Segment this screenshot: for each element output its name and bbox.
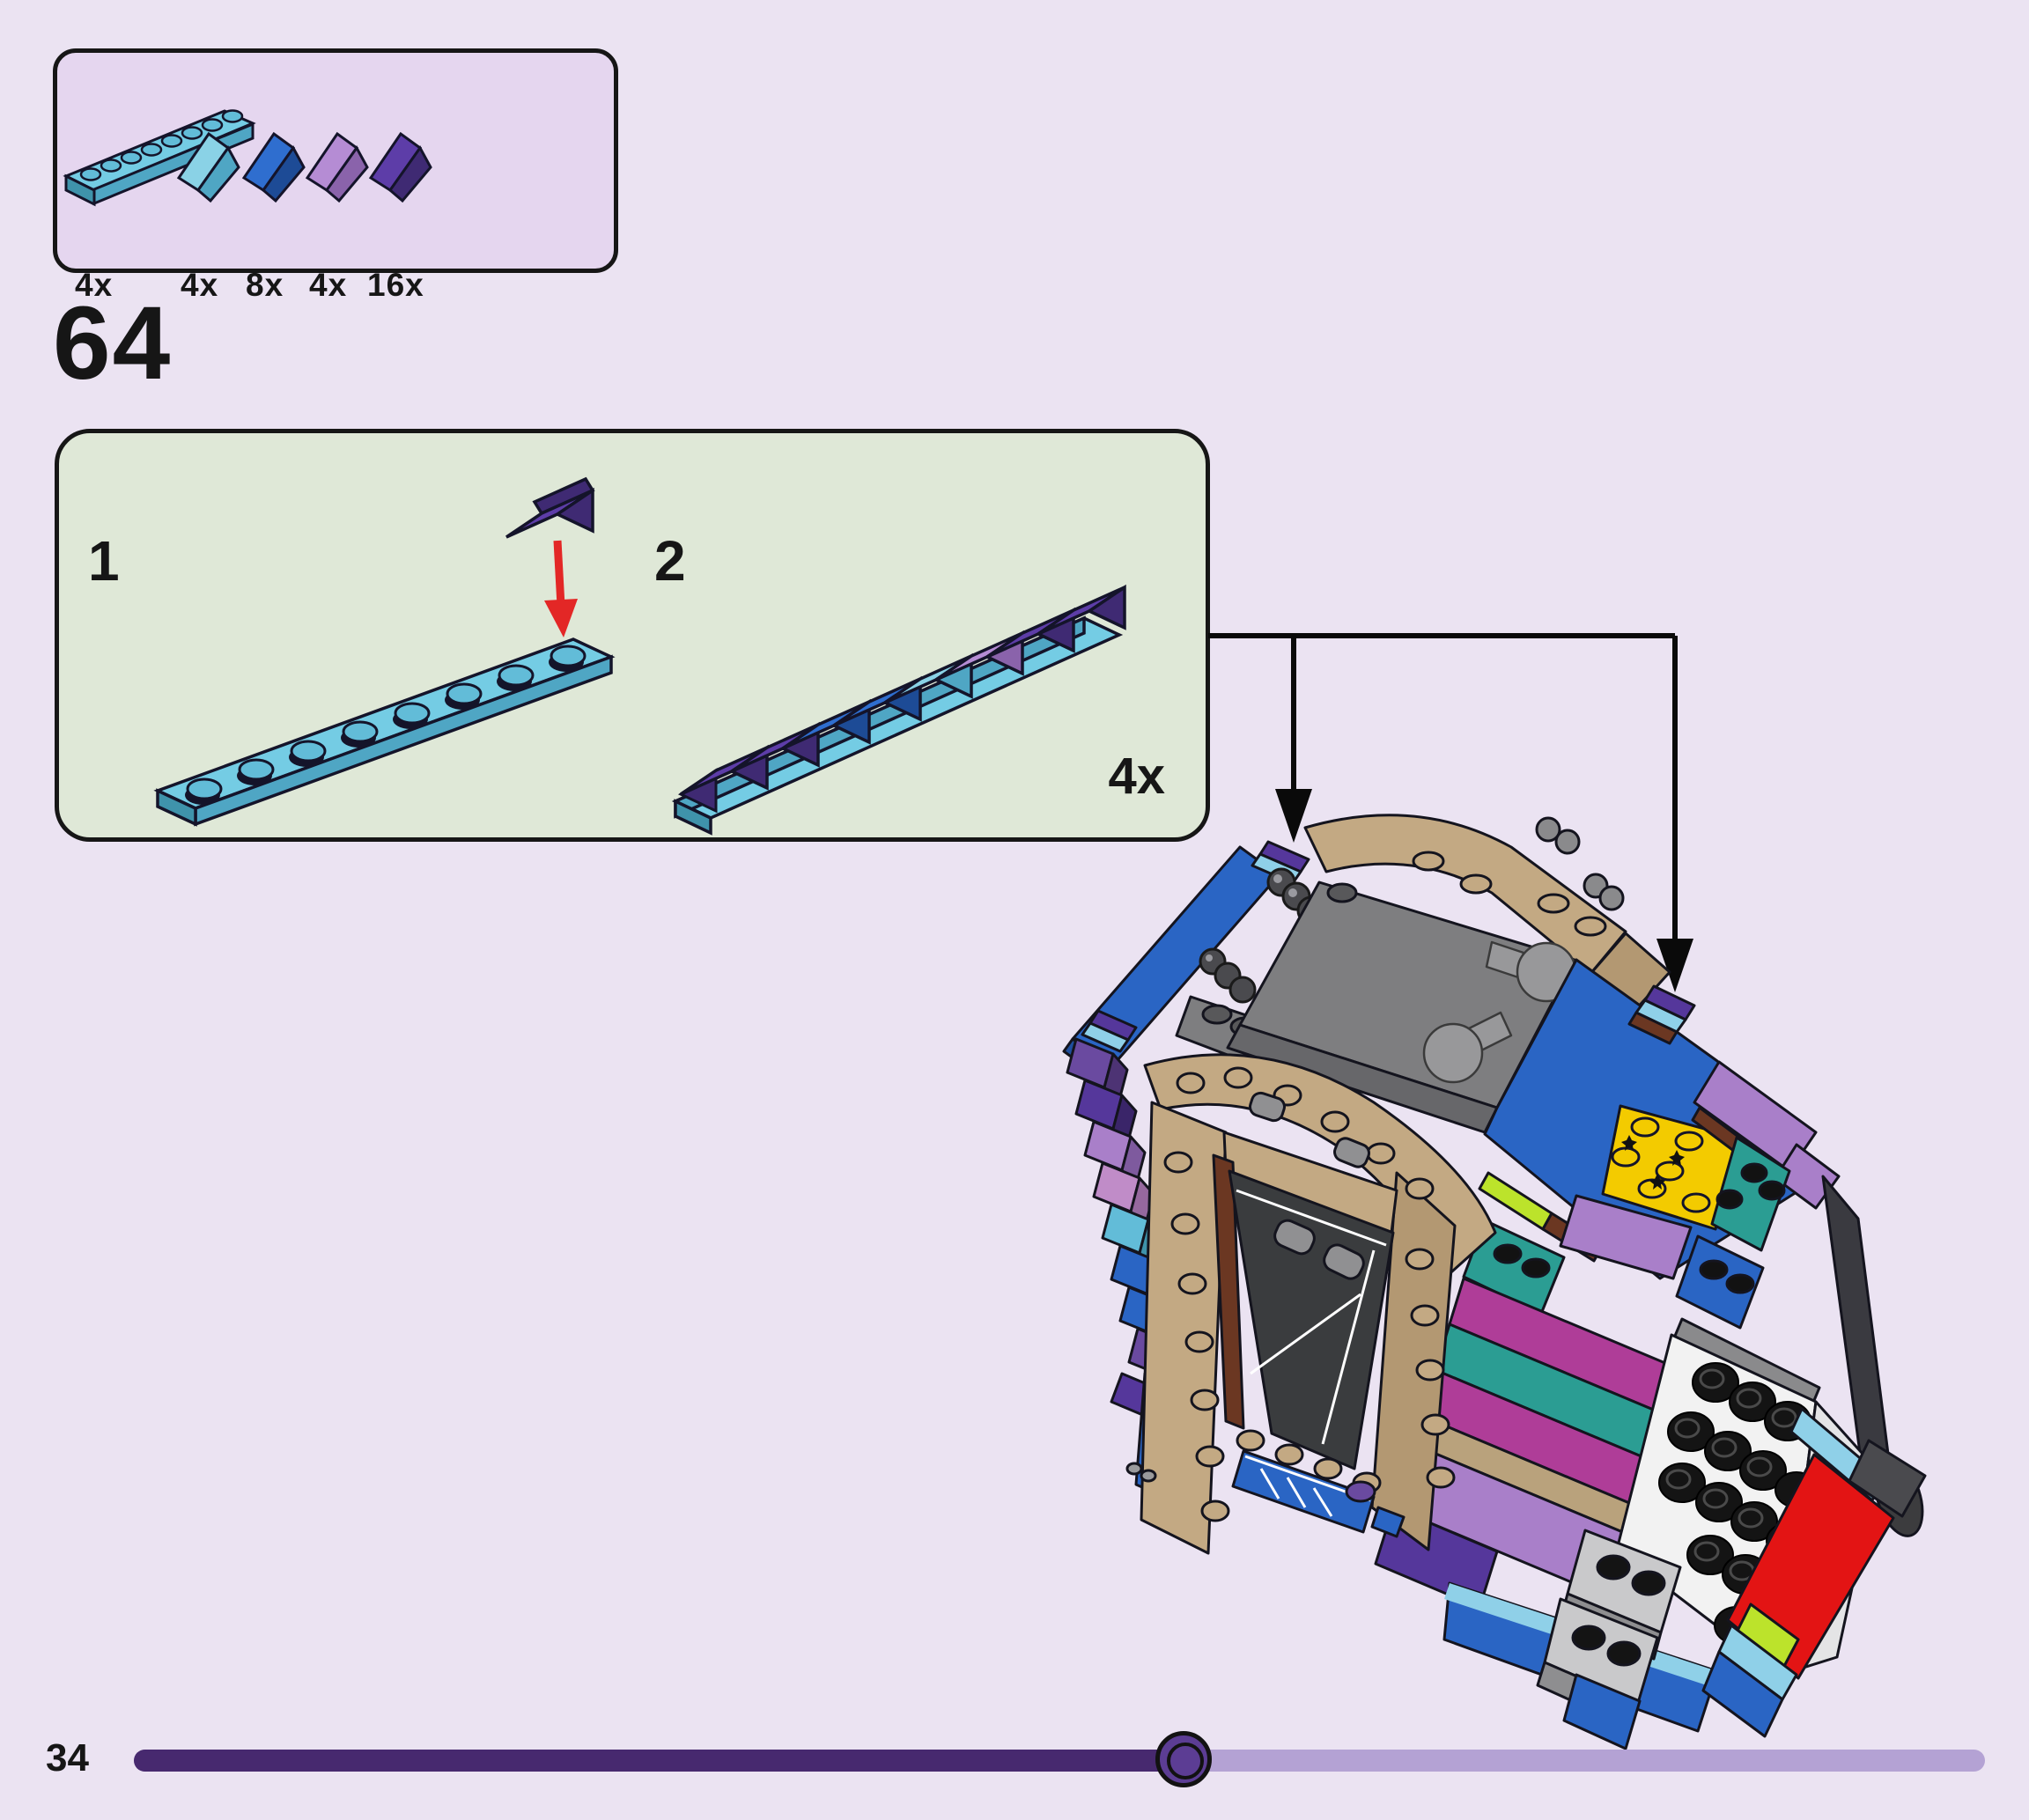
slope-to-place — [505, 476, 595, 539]
substep-2-illustration — [671, 584, 1126, 836]
front-door-arch — [1125, 1053, 1497, 1555]
parts-callout-panel: 4x 4x 8x 4x 16x — [53, 48, 618, 303]
rear-deck — [1483, 958, 1897, 1511]
yellow-dots-plate — [1601, 1104, 1738, 1231]
substep-multiplier: 4x — [1108, 748, 1165, 805]
progress-knob[interactable] — [1155, 1731, 1212, 1787]
staircase-slopes — [680, 584, 1126, 796]
down-arrow-icon — [1275, 789, 1312, 843]
part-slope-dark-purple-icon — [368, 131, 432, 203]
part-count: 16x — [367, 267, 424, 303]
part-slope-azure-icon — [176, 131, 240, 203]
rear-panel — [1615, 1317, 1927, 1738]
place-arrow-icon — [544, 540, 578, 637]
page-number: 34 — [46, 1736, 89, 1779]
cab-roof-plate — [1175, 881, 1577, 1134]
substep-2-label: 2 — [654, 529, 686, 593]
model-illustration — [1062, 814, 1927, 1750]
substep-panel: 1 2 4x — [55, 429, 1210, 842]
substep-1-label: 1 — [88, 529, 120, 593]
left-roof-panel — [1062, 840, 1326, 1081]
part-count: 4x — [309, 267, 348, 303]
bumper-bricks — [1536, 1529, 1682, 1750]
part-slope-blue-icon — [241, 131, 306, 203]
progress-track[interactable] — [134, 1750, 1985, 1772]
substep-illustrations — [153, 476, 1126, 836]
part-count: 8x — [246, 267, 284, 303]
plate-studs — [185, 645, 587, 805]
part-slope-lavender-icon — [305, 131, 369, 203]
part-count: 4x — [75, 267, 114, 303]
parts-illustrations — [63, 109, 432, 207]
callout-connector — [1208, 633, 1693, 992]
lamp-bulb-icon — [1422, 940, 1577, 1084]
down-arrow-icon — [1656, 939, 1693, 992]
step-number: 64 — [53, 285, 173, 402]
splat-icon — [1621, 1135, 1685, 1190]
door-window — [1228, 1169, 1395, 1470]
substep-1-illustration — [153, 476, 616, 827]
progress-done — [134, 1750, 1184, 1772]
part-count: 4x — [181, 267, 219, 303]
